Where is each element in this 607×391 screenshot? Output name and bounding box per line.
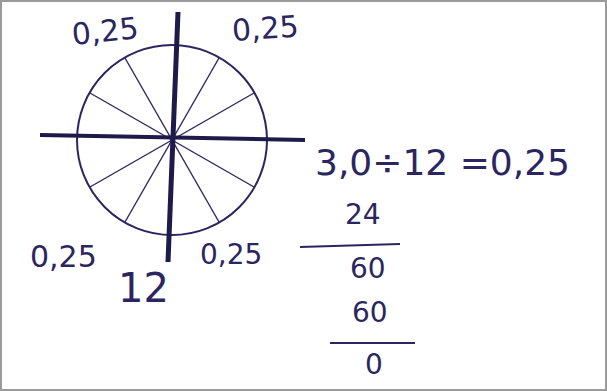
sector-value: 0,25 bbox=[200, 240, 262, 271]
division-rule bbox=[330, 342, 415, 344]
sector-count: 12 bbox=[118, 266, 169, 310]
partial-product: 24 bbox=[345, 200, 381, 231]
division-rule bbox=[300, 244, 400, 247]
sector-value: 0,25 bbox=[70, 11, 140, 51]
remainder: 0 bbox=[365, 350, 383, 381]
sector-value: 0,25 bbox=[231, 9, 300, 47]
remainder: 60 bbox=[350, 254, 386, 285]
horizontal-axis bbox=[40, 135, 305, 140]
partial-product: 60 bbox=[352, 298, 388, 329]
sector-value: 0,25 bbox=[30, 240, 97, 273]
division-equation: 3,0÷12 =0,25 bbox=[315, 143, 570, 183]
